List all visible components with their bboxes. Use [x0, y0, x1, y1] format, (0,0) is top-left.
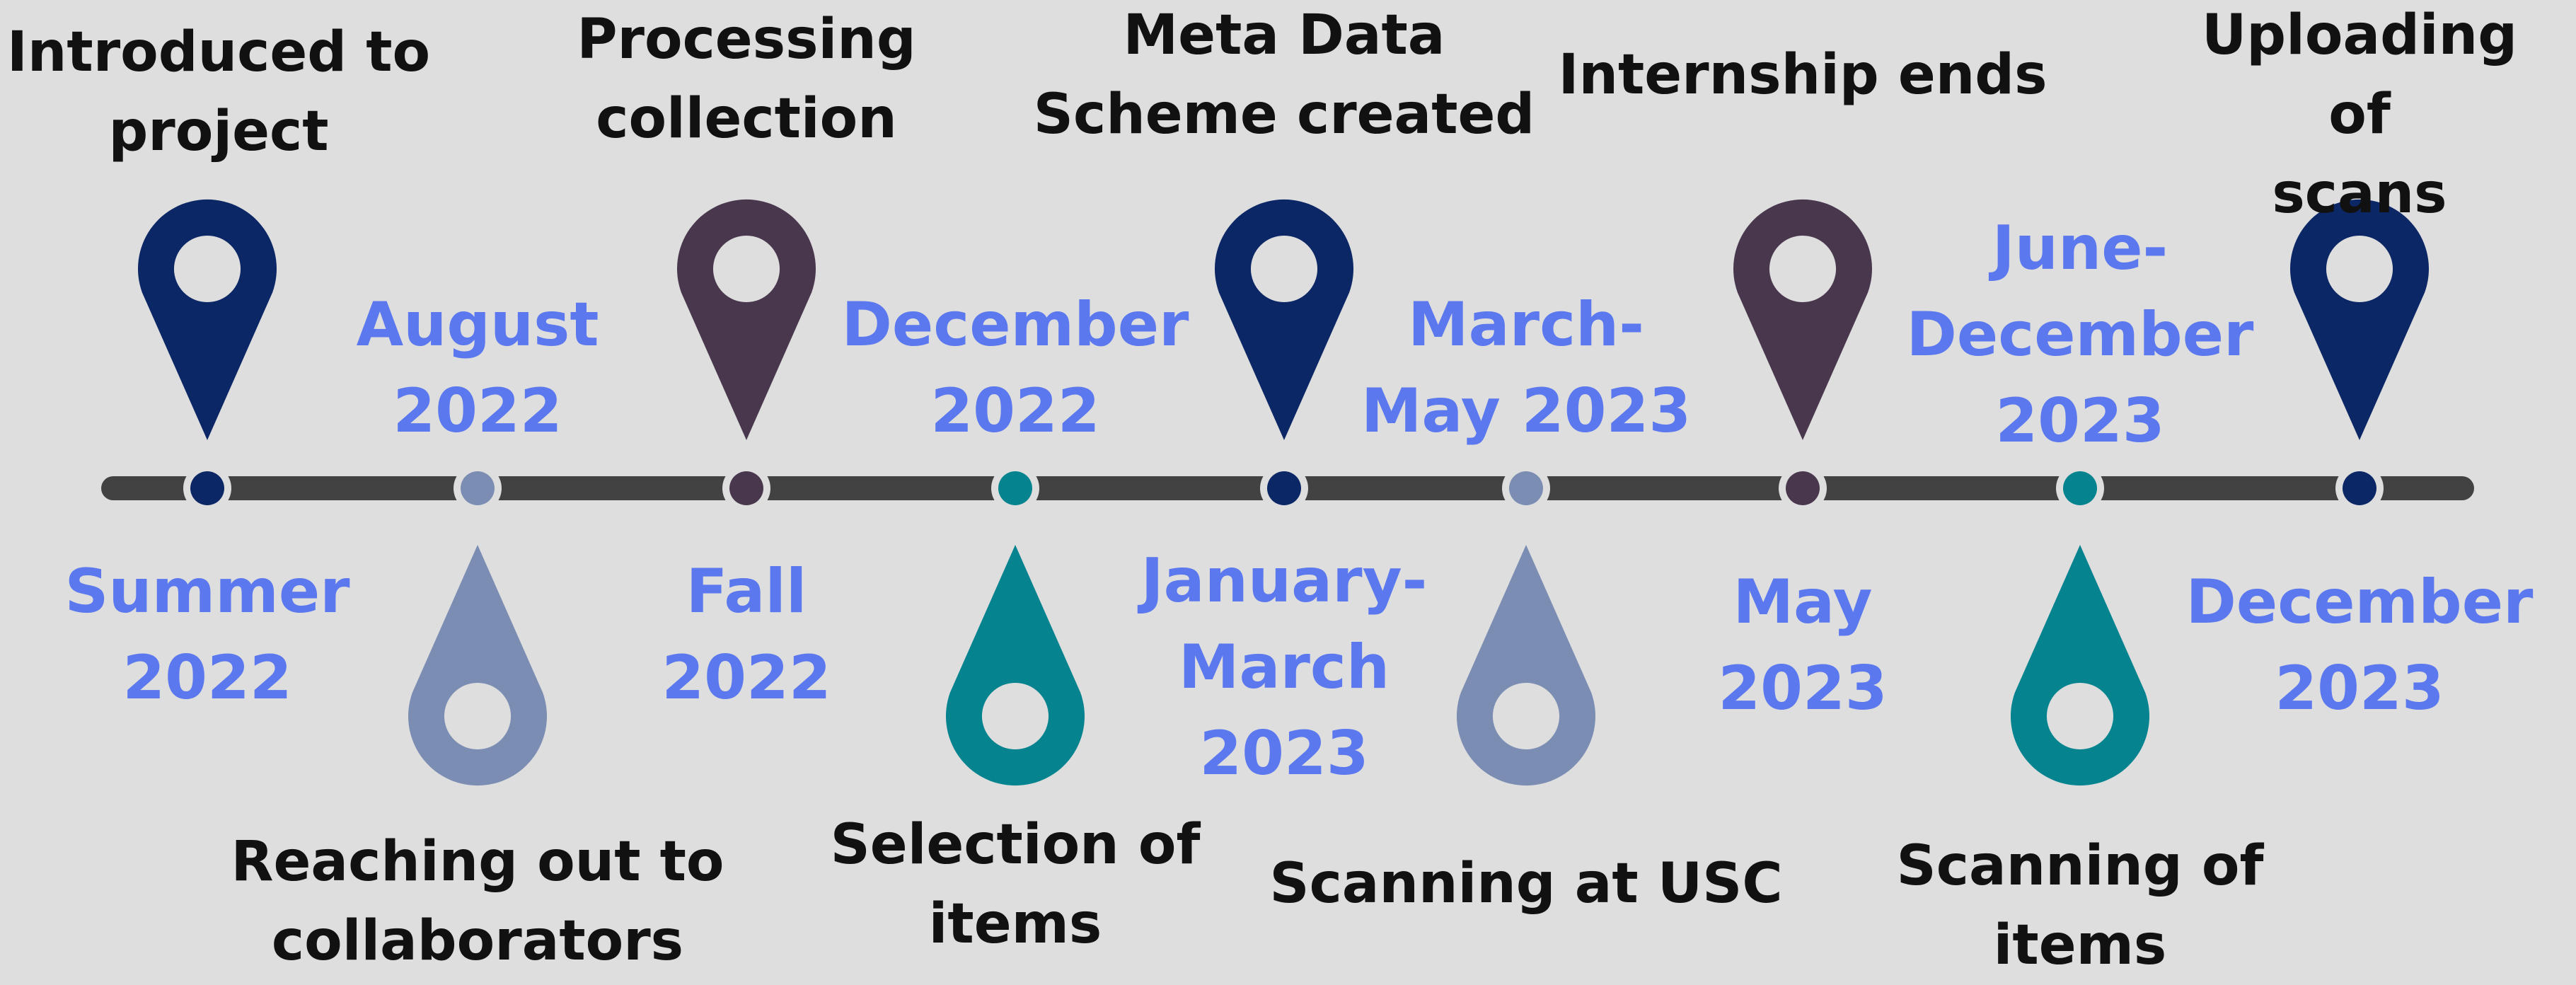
timeline-node: [1786, 471, 1820, 505]
drop-pin-icon: [946, 545, 1085, 786]
pin-hole: [444, 682, 512, 750]
pin-hole: [173, 235, 241, 303]
timeline-node: [1267, 471, 1301, 505]
drop-pin-icon: [1457, 545, 1595, 786]
milestone-event: Internship ends: [1558, 43, 2047, 107]
milestone-date: Fall 2022: [662, 556, 831, 713]
milestone-date: May 2023: [1718, 567, 1888, 724]
milestone-date: January- March 2023: [1140, 546, 1428, 789]
milestone-event: Scanning at USC: [1269, 852, 1783, 916]
pin-hole: [712, 235, 780, 303]
timeline-node: [1509, 471, 1543, 505]
timeline-node: [2063, 471, 2097, 505]
pin-hole: [1769, 235, 1837, 303]
pin-hole: [1250, 235, 1318, 303]
drop-pin-icon: [408, 545, 547, 786]
milestone-date: December 2022: [841, 289, 1189, 447]
map-pin-icon: [1733, 199, 1872, 440]
milestone-date: June- December 2023: [1906, 213, 2254, 456]
timeline-node: [2343, 471, 2376, 505]
map-pin-icon: [1215, 199, 1353, 440]
milestone-date: August 2022: [356, 289, 599, 447]
timeline-node: [190, 471, 224, 505]
milestone-event: Introduced to project: [6, 21, 431, 163]
timeline-node: [998, 471, 1032, 505]
milestone-event: Meta Data Scheme created: [1033, 4, 1535, 146]
milestone-event: Uploading of scans: [2201, 4, 2518, 226]
milestone-date: Summer 2022: [64, 556, 350, 713]
map-pin-icon: [137, 199, 277, 440]
pin-hole: [1492, 682, 1560, 750]
pin-hole: [981, 682, 1049, 750]
map-pin-icon: [677, 199, 816, 440]
timeline-node: [729, 471, 763, 505]
pin-hole: [2326, 235, 2393, 303]
milestone-date: December 2023: [2185, 567, 2534, 724]
timeline-node: [461, 471, 495, 505]
milestone-event: Selection of items: [830, 813, 1201, 956]
milestone-event: Reaching out to collaborators: [231, 830, 724, 973]
pin-hole: [2046, 682, 2114, 750]
milestone-event: Processing collection: [577, 8, 916, 151]
drop-pin-icon: [2011, 545, 2149, 786]
map-pin-icon: [2289, 199, 2429, 440]
milestone-date: March- May 2023: [1361, 289, 1692, 447]
milestone-event: Scanning of items: [1896, 834, 2264, 977]
